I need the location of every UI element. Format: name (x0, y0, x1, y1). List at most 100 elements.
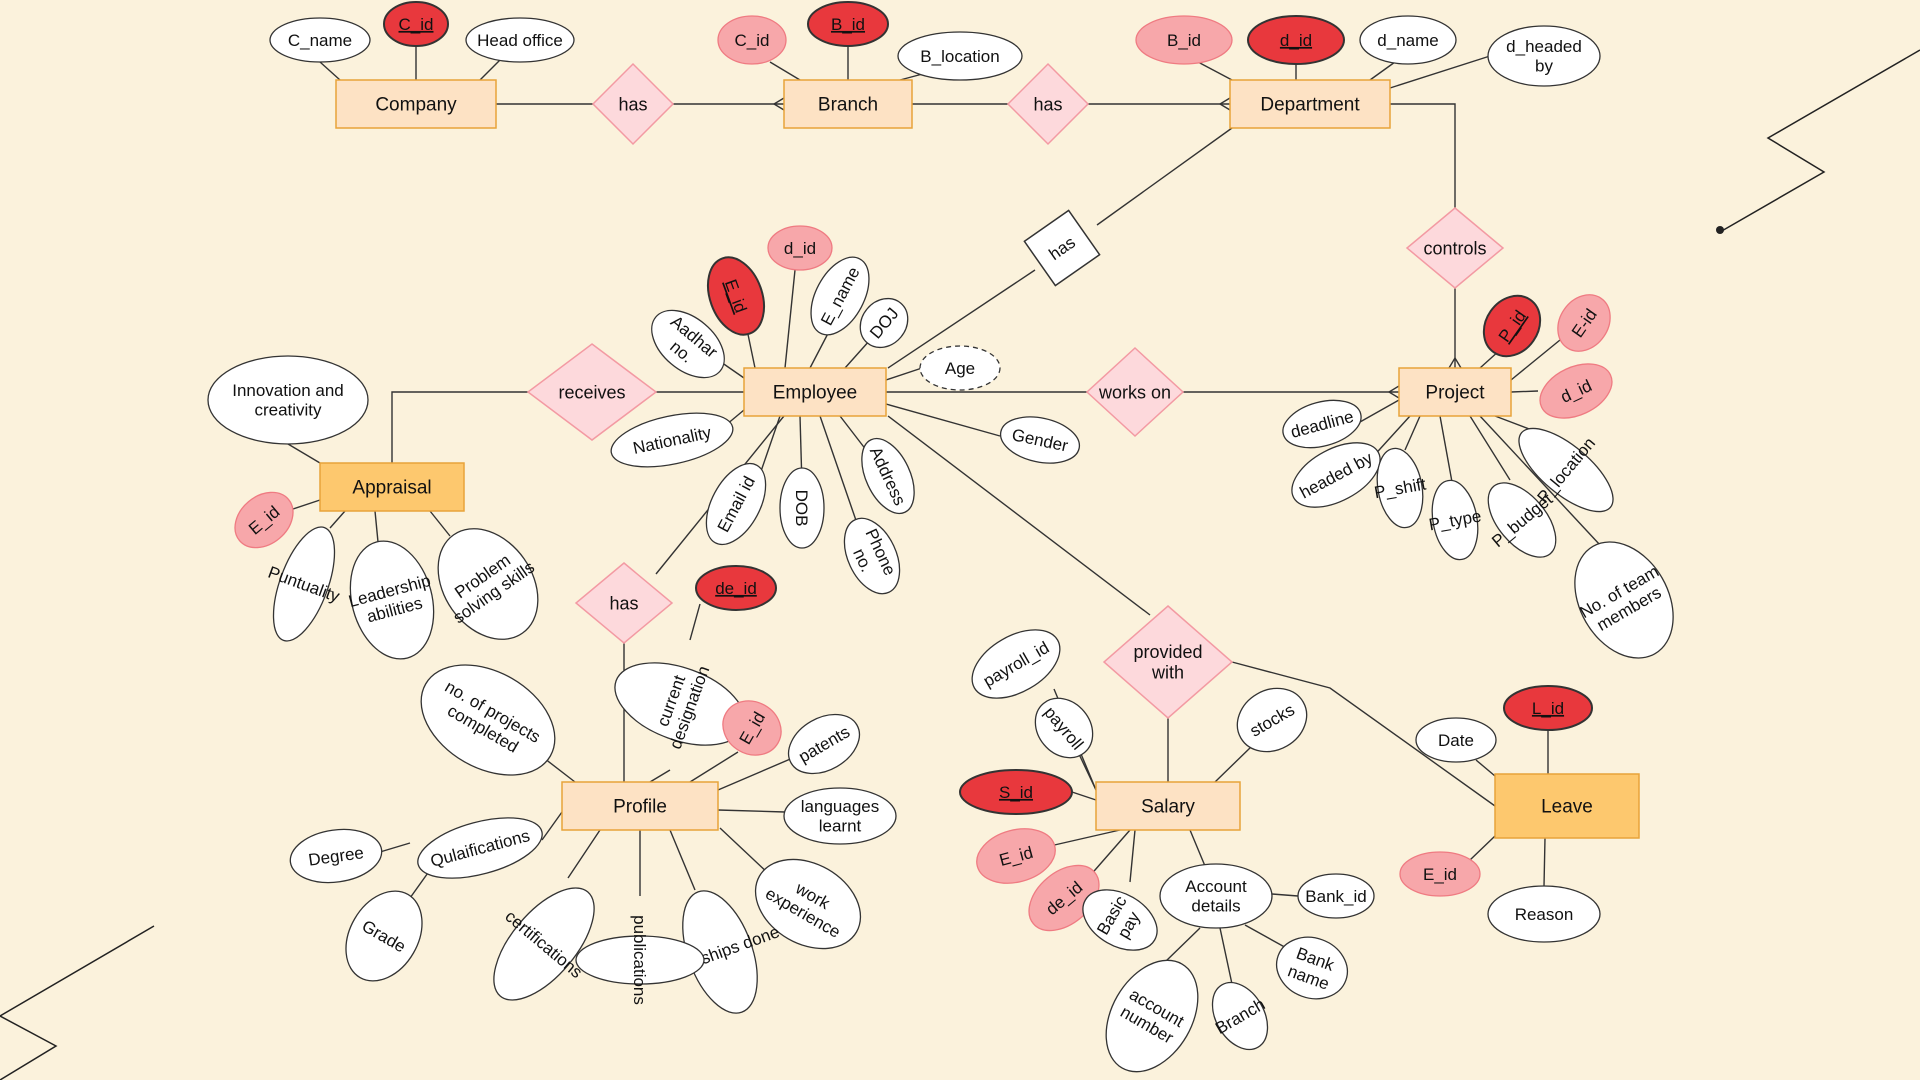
attribute-sa_bankname[interactable]: Bankname (1268, 927, 1356, 1008)
attribute-pf_degree[interactable]: Degree (287, 824, 385, 888)
attribute-em_nat[interactable]: Nationality (606, 404, 737, 477)
relationship-emp_profile[interactable]: has (574, 562, 674, 644)
attribute-sa_stocks[interactable]: stocks (1226, 676, 1318, 764)
attribute-co_cname[interactable]: C_name (269, 17, 371, 63)
attribute-em_dob[interactable]: DOB (779, 467, 825, 549)
entity-salary[interactable]: Salary (1095, 781, 1241, 831)
attribute-lv_lid-text: L_id (1532, 699, 1564, 718)
attribute-em_did-text: d_id (784, 239, 816, 258)
attribute-pf_patents[interactable]: patents (778, 702, 870, 785)
entity-leave-text: Leave (1541, 797, 1593, 818)
attribute-pf_eid[interactable]: E_id (713, 690, 791, 765)
attribute-sa_payrollid[interactable]: payroll_id (960, 616, 1071, 712)
relationship-branch_dept[interactable]: has (1006, 62, 1090, 146)
relationship-dept_project[interactable]: controls (1405, 207, 1505, 289)
attribute-em_email[interactable]: Email id (694, 454, 778, 554)
attribute-sa_sid[interactable]: S_id (959, 769, 1073, 815)
attribute-pf_grade[interactable]: Grade (331, 877, 438, 994)
attribute-pr_type[interactable]: P_type (1426, 477, 1483, 563)
attribute-pr_loc[interactable]: P_location (1506, 414, 1626, 525)
attribute-lv_reason[interactable]: Reason (1487, 885, 1601, 943)
attribute-co_head[interactable]: Head office (465, 17, 575, 63)
entity-branch[interactable]: Branch (783, 79, 913, 129)
attribute-sa_bankid[interactable]: Bank_id (1297, 873, 1375, 919)
relationship-dept_employee[interactable]: has (1023, 209, 1101, 287)
relationship-emp_project[interactable]: works on (1085, 346, 1185, 438)
connector-line (887, 269, 1036, 369)
entity-department-text: Department (1260, 95, 1360, 116)
attribute-pf_cert[interactable]: certifications (476, 871, 612, 1016)
connector-line (1510, 339, 1561, 381)
attribute-em_eid[interactable]: E_id (698, 250, 774, 343)
relationship-company_branch[interactable]: has (591, 62, 675, 146)
relationship-emp_appraisal[interactable]: receives (526, 343, 658, 441)
attribute-co_cid[interactable]: C_id (383, 1, 449, 47)
connector-line (1543, 837, 1546, 887)
attribute-co_cid-text: C_id (399, 15, 434, 34)
attribute-ap_lead[interactable]: Leadershipabilities (338, 532, 446, 669)
entity-profile[interactable]: Profile (561, 781, 719, 831)
attribute-ap_eid[interactable]: E_id (224, 481, 304, 559)
attribute-br_bloc[interactable]: B_location (897, 31, 1023, 81)
attribute-pf_qual[interactable]: Qulaifications (411, 806, 548, 889)
attribute-pr_did[interactable]: d_id (1531, 353, 1620, 429)
entity-branch-text: Branch (818, 95, 878, 116)
connector-line (1390, 103, 1456, 208)
attribute-br_cid[interactable]: C_id (717, 15, 787, 65)
attribute-dp_bid[interactable]: B_id (1135, 15, 1233, 65)
attribute-em_gender[interactable]: Gender (996, 410, 1083, 470)
attribute-sa_accnum[interactable]: accountnumber (1087, 944, 1216, 1080)
attribute-lv_date[interactable]: Date (1415, 717, 1497, 763)
connector-line (1469, 835, 1496, 861)
attribute-dp_bid-text: B_id (1167, 31, 1201, 50)
attribute-dp_dname[interactable]: d_name (1359, 15, 1457, 65)
attribute-pf_pub[interactable]: publications (575, 915, 705, 1005)
attribute-em_phone[interactable]: Phoneno. (833, 510, 910, 603)
attribute-pr_team[interactable]: No. of teammembers (1555, 524, 1693, 675)
attribute-em_doj[interactable]: DOJ (850, 289, 917, 357)
entity-employee[interactable]: Employee (743, 367, 887, 417)
attribute-em_did[interactable]: d_id (767, 225, 833, 271)
attribute-sa_bankid-text: Bank_id (1305, 887, 1366, 906)
entity-appraisal[interactable]: Appraisal (319, 462, 465, 512)
attribute-ap_prob[interactable]: Problemsolving skills (418, 510, 559, 659)
attribute-sa_eid[interactable]: E_id (971, 821, 1062, 892)
attribute-sa_basic[interactable]: Basicpay (1072, 877, 1167, 962)
attribute-br_bloc-text: B_location (920, 47, 999, 66)
entity-leave[interactable]: Leave (1494, 773, 1640, 839)
attribute-pr_deadline[interactable]: deadline (1278, 392, 1367, 455)
entity-project[interactable]: Project (1398, 367, 1512, 417)
attribute-pf_deid[interactable]: de_id (695, 565, 777, 611)
connector-line (887, 415, 1151, 616)
attribute-sa_deid[interactable]: de_id (1017, 852, 1112, 943)
attribute-dp_did[interactable]: d_id (1247, 15, 1345, 65)
connector-line (769, 61, 801, 81)
attribute-em_aadhar[interactable]: Aadharno. (639, 297, 737, 391)
attribute-pr_shift[interactable]: P_shift (1371, 445, 1428, 531)
crows-foot-marker (1218, 97, 1231, 111)
attribute-ap_punct[interactable]: Puntuality (261, 519, 347, 648)
attribute-pf_work[interactable]: workexperience (740, 841, 877, 966)
attribute-br_bid[interactable]: B_id (807, 1, 889, 47)
attribute-pf_projects[interactable]: no. of projectscompleted (402, 642, 575, 797)
attribute-em_age[interactable]: Age (919, 345, 1001, 391)
attribute-sa_payroll[interactable]: payroll (1024, 687, 1105, 769)
entity-company[interactable]: Company (335, 79, 497, 129)
attribute-lv_eid[interactable]: E_id (1399, 851, 1481, 897)
attribute-pr_pid[interactable]: P_id (1472, 285, 1551, 367)
connector-line (1469, 415, 1511, 481)
attribute-lv_lid[interactable]: L_id (1503, 685, 1593, 731)
attribute-pr_budget[interactable]: P_budget (1475, 471, 1568, 569)
attribute-co_cname-text: C_name (288, 31, 352, 50)
attribute-sa_branch[interactable]: Branch (1201, 973, 1279, 1059)
attribute-pr_eid[interactable]: E-id (1547, 285, 1621, 362)
connector-line (409, 869, 431, 899)
connector-line (1077, 751, 1097, 791)
entity-department[interactable]: Department (1229, 79, 1391, 129)
